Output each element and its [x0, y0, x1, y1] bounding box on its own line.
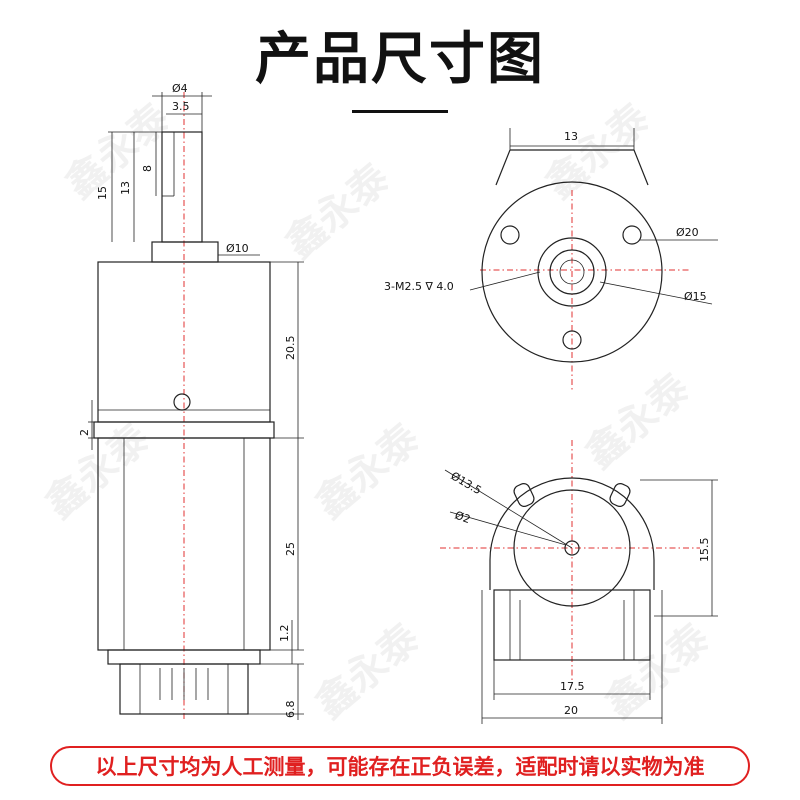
shaft-boss	[151, 241, 219, 263]
dim-rear-hole-diameter: Ø2	[453, 509, 472, 527]
svg-text:鑫永泰: 鑫永泰	[307, 415, 429, 528]
dim-gap: 2	[78, 429, 91, 436]
front-screw-hole-1	[500, 225, 520, 245]
dim-front-boss-diameter: Ø15	[684, 290, 707, 303]
rear-slot-2	[609, 483, 631, 507]
shaft-outline	[549, 249, 595, 295]
rear-center-hole	[564, 540, 580, 556]
dim-motor-length: 25	[284, 542, 297, 556]
watermark: 鑫永泰 鑫永泰 鑫永泰 鑫永泰 鑫永泰 鑫永泰 鑫永泰 鑫永泰	[37, 95, 719, 728]
svg-text:鑫永泰: 鑫永泰	[537, 95, 659, 208]
rear-end-cap	[513, 489, 631, 607]
dim-shaft-flat: 3.5	[172, 100, 190, 113]
dim-terminal-gap: 1.2	[278, 625, 291, 643]
rear-housing	[489, 477, 655, 561]
front-screw-hole-3	[562, 330, 582, 350]
svg-text:鑫永泰: 鑫永泰	[307, 615, 429, 728]
front-view: 13 Ø20 Ø15 3-M2.5 ∇ 4.0	[384, 128, 718, 390]
svg-text:鑫永泰: 鑫永泰	[577, 365, 699, 478]
measurement-disclaimer: 以上尺寸均为人工测量，可能存在正负误差，适配时请以实物为准	[50, 746, 750, 786]
svg-text:鑫永泰: 鑫永泰	[597, 615, 719, 728]
side-screw-hole	[173, 393, 191, 411]
dim-boss-diameter: Ø10	[226, 242, 249, 255]
boss-outline	[537, 237, 607, 307]
dim-terminal-length: 6.8	[284, 701, 297, 719]
dim-shaft-diameter: Ø4	[172, 82, 188, 95]
output-shaft	[161, 131, 203, 243]
rear-slot-1	[513, 483, 535, 507]
title-underline	[352, 110, 448, 113]
side-view: Ø4 3.5 15 13 8 Ø10 20.5 25 1.2	[78, 82, 304, 720]
dim-mount-spacing: 13	[564, 130, 578, 143]
dim-rear-outer-width: 20	[564, 704, 578, 717]
dim-rear-inner-width: 17.5	[560, 680, 585, 693]
gearbox-outline	[481, 181, 663, 363]
front-screw-hole-2	[622, 225, 642, 245]
dim-screw-holes: 3-M2.5 ∇ 4.0	[384, 280, 454, 293]
dim-rear-cap-diameter: Ø13.5	[449, 469, 484, 497]
svg-text:鑫永泰: 鑫永泰	[57, 95, 179, 208]
terminal-block	[119, 663, 249, 715]
dim-flat-length: 8	[141, 165, 154, 172]
dim-rear-height: 15.5	[698, 538, 711, 563]
terminal-housing	[493, 589, 651, 661]
dim-shaft-15: 15	[96, 186, 109, 200]
dim-front-outer-diameter: Ø20	[676, 226, 699, 239]
dim-shaft-13: 13	[119, 181, 132, 195]
dim-gearbox-length: 20.5	[284, 336, 297, 361]
page-title: 产品尺寸图	[255, 27, 545, 92]
svg-text:鑫永泰: 鑫永泰	[277, 155, 399, 268]
